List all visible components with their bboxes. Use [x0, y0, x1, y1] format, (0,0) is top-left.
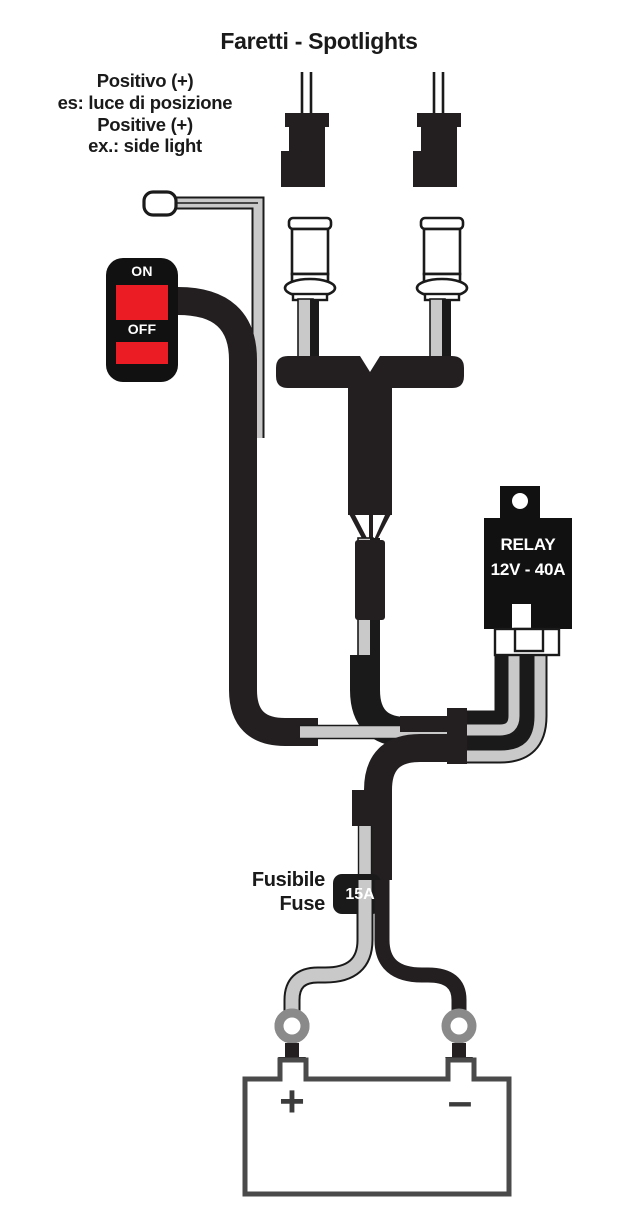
socket-barrel-left [283, 216, 337, 302]
switch-on-label[interactable]: ON [131, 263, 153, 279]
battery-negative-wire [374, 880, 467, 1018]
battery-positive-symbol: + [279, 1077, 305, 1126]
fuse-rating-label: 15A [345, 886, 375, 903]
spade-terminal-positive [142, 190, 178, 217]
spotlight-connector-left [281, 113, 329, 187]
switch-body [106, 258, 178, 382]
socket-lead-left [297, 298, 319, 360]
battery-negative-symbol: – [447, 1077, 473, 1126]
fuse-label: Fusibile Fuse [251, 869, 325, 915]
relay-rating-label: 12V - 40A [490, 560, 566, 579]
battery [242, 1057, 512, 1197]
battery-positive-wire [283, 880, 374, 1018]
spotlight-left-leads [300, 72, 313, 117]
socket-barrel-right [415, 216, 469, 302]
ring-terminal-negative [441, 1008, 477, 1044]
junction-to-fuse-wire [352, 734, 452, 880]
ring-terminal-positive [274, 1008, 310, 1044]
positive-source-wire [170, 196, 265, 438]
relay-body [484, 486, 572, 657]
switch-output-wire [177, 287, 452, 746]
socket-lead-right [429, 298, 451, 360]
positive-source-label: Positivo (+) es: luce di posizione Posit… [57, 70, 233, 157]
spotlight-connector-right [413, 113, 461, 187]
page-title: Faretti - Spotlights [220, 28, 418, 54]
splitter-output-wire [355, 537, 385, 661]
y-harness-splitter [276, 356, 464, 546]
relay-harness-wires [452, 655, 548, 764]
switch-off-label[interactable]: OFF [127, 321, 157, 337]
spotlight-right-leads [432, 72, 445, 117]
relay-name-label: RELAY [500, 535, 556, 554]
